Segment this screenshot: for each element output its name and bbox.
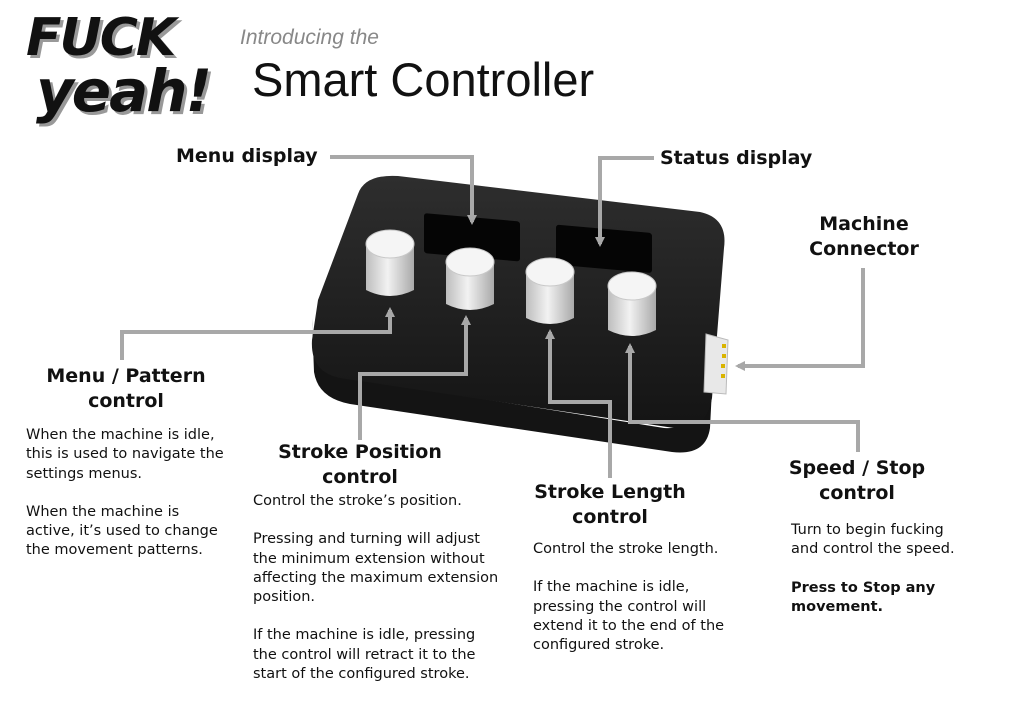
stroke-position-label-line2: control [322,465,398,488]
menu-display-screen [424,213,520,262]
menu-pattern-desc-2: When the machine is active, it’s used to… [26,503,218,559]
menu-display-label: Menu display [176,145,318,167]
connector [703,333,729,395]
knob-menu-pattern [365,229,415,296]
logo-line-1: FUCK [26,8,176,68]
menu-pattern-label: Menu / Pattern control [26,364,226,413]
speed-stop-desc-1: Turn to begin fucking and control the sp… [791,522,955,558]
arrow-menu-pattern [120,307,395,360]
stroke-position-desc-1: Control the stroke’s position. [253,493,462,509]
stroke-length-desc-2: If the machine is idle, pressing the con… [533,579,725,654]
speed-stop-description: Turn to begin fucking and control the sp… [791,521,975,636]
speed-stop-label-line2: control [819,481,895,504]
logo: FUCK yeah! [22,6,222,126]
speed-stop-desc-bold: Press to Stop any movement. [791,579,936,615]
status-display-screen [556,224,652,273]
stroke-length-label-line1: Stroke Length [534,481,686,503]
arrow-speed-stop [625,343,860,452]
intro-text: Introducing the [240,26,379,49]
menu-pattern-label-line2: control [88,389,164,412]
machine-connector-label: Machine Connector [796,212,932,261]
device-side [312,310,716,453]
stroke-length-label: Stroke Length control [526,480,694,529]
speed-stop-label-line1: Speed / Stop [788,457,926,479]
stroke-length-label-line2: control [572,505,648,528]
stroke-position-label: Stroke Position control [264,440,456,489]
speed-stop-label: Speed / Stop control [784,456,930,505]
stroke-position-description: Control the stroke’s position. Pressing … [253,492,499,703]
connector-pins [721,344,726,378]
arrow-stroke-length [545,329,612,478]
controller-device [311,175,729,453]
arrow-status-display [595,156,654,247]
arrow-stroke-position [358,315,471,440]
stroke-position-label-line1: Stroke Position [278,441,442,463]
stroke-position-desc-3: If the machine is idle, pressing the con… [253,627,476,682]
machine-connector-line2: Connector [809,237,919,260]
arrow-machine-connector [735,268,865,371]
logo-line-2: yeah! [36,57,212,125]
stroke-length-desc-1: Control the stroke length. [533,541,719,557]
stroke-length-description: Control the stroke length. If the machin… [533,540,739,674]
knob-speed-stop [607,271,657,336]
arrow-menu-display [330,155,477,225]
status-display-label: Status display [660,147,813,169]
menu-pattern-label-line1: Menu / Pattern [46,365,206,387]
menu-pattern-description: When the machine is idle, this is used t… [26,426,226,580]
menu-pattern-desc-1: When the machine is idle, this is used t… [26,427,224,482]
knob-stroke-length [525,257,575,324]
machine-connector-line1: Machine [819,213,909,235]
stroke-position-desc-2: Pressing and turning will adjust the min… [253,531,499,606]
page-title: Smart Controller [252,53,595,106]
knob-stroke-position [445,247,495,310]
